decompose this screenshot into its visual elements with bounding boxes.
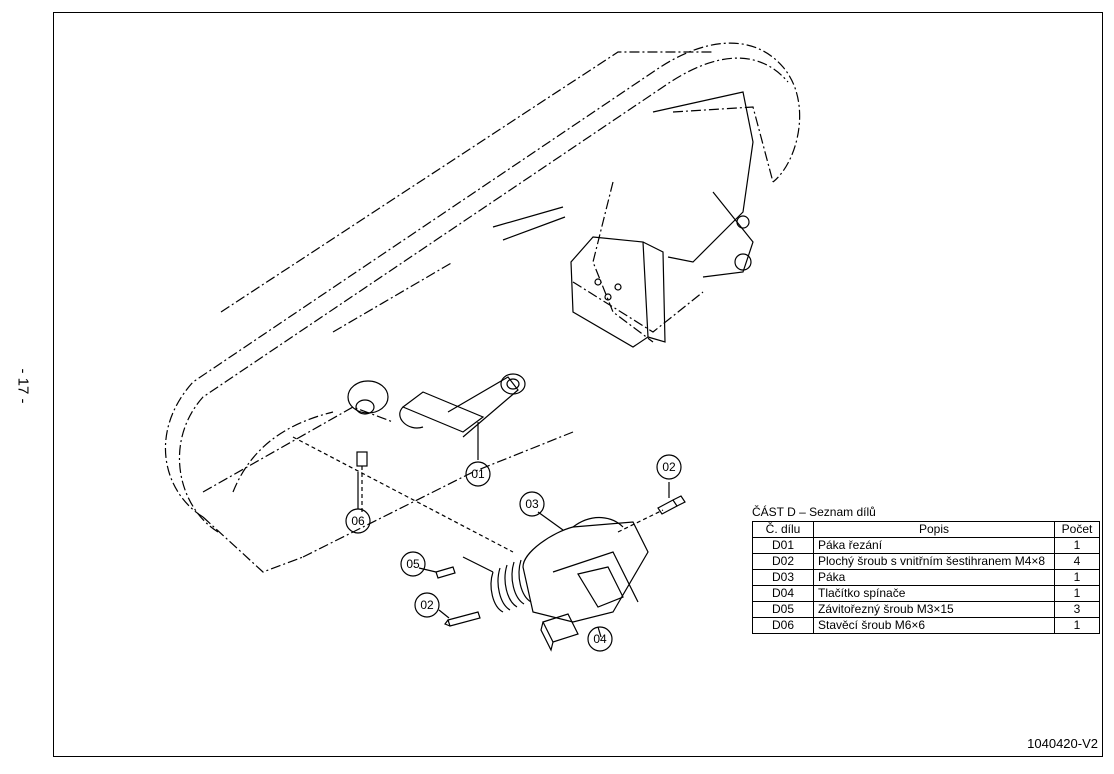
- parts-table-header-row: Č. dílu Popis Počet: [752, 521, 1100, 538]
- table-row: D05 Závitořezný šroub M3×15 3: [752, 601, 1100, 618]
- part-d03-lever: [490, 517, 649, 623]
- quantity-cell: 1: [1054, 617, 1100, 634]
- callout-02-bottom: 02: [420, 598, 434, 612]
- saw-frame-outline: [164, 42, 801, 573]
- description-cell: Páka řezání: [813, 537, 1055, 554]
- leader-lines: [292, 422, 670, 638]
- quantity-cell: 1: [1054, 537, 1100, 554]
- quantity-cell: 1: [1054, 585, 1100, 602]
- part-d05-screw: [435, 566, 456, 579]
- quantity-cell: 4: [1054, 553, 1100, 570]
- table-row: D02 Plochý šroub s vnitřním šestihranem …: [752, 553, 1100, 570]
- table-row: D03 Páka 1: [752, 569, 1100, 586]
- part-no-cell: D01: [752, 537, 814, 554]
- document-code: 1040420-V2: [1027, 736, 1098, 751]
- quantity-cell: 3: [1054, 601, 1100, 618]
- blade-guide-block: [492, 91, 754, 348]
- part-d04-button: [540, 613, 579, 652]
- description-cell: Páka: [813, 569, 1055, 586]
- part-d01-shaft: [399, 373, 526, 438]
- callout-02-top: 02: [662, 460, 676, 474]
- callout-05: 05: [406, 557, 420, 571]
- callout-04: 04: [593, 632, 607, 646]
- column-header-description: Popis: [813, 521, 1055, 538]
- description-cell: Stavěcí šroub M6×6: [813, 617, 1055, 634]
- part-no-cell: D02: [752, 553, 814, 570]
- column-header-quantity: Počet: [1054, 521, 1100, 538]
- part-no-cell: D05: [752, 601, 814, 618]
- callout-01: 01: [471, 467, 485, 481]
- exploded-view-drawing: 01 02 03 04 05 02 06: [164, 42, 801, 652]
- pivot-hole: [347, 380, 389, 415]
- part-d02-screw-bottom: [444, 611, 481, 627]
- part-no-cell: D04: [752, 585, 814, 602]
- part-d02-screw-top: [657, 495, 686, 515]
- callout-06: 06: [351, 514, 365, 528]
- callout-03: 03: [525, 497, 539, 511]
- description-cell: Plochý šroub s vnitřním šestihranem M4×8: [813, 553, 1055, 570]
- description-cell: Tlačítko spínače: [813, 585, 1055, 602]
- table-row: D06 Stavěcí šroub M6×6 1: [752, 617, 1100, 634]
- callout-circles: [345, 454, 682, 652]
- part-no-cell: D03: [752, 569, 814, 586]
- lever-grip-ribs: [490, 559, 532, 613]
- table-row: D01 Páka řezání 1: [752, 537, 1100, 554]
- parts-table: Č. dílu Popis Počet D01 Páka řezání 1 D0…: [752, 521, 1100, 634]
- column-header-part-no: Č. dílu: [752, 521, 814, 538]
- page-number: - 17 -: [14, 368, 32, 404]
- drawing-frame: [53, 12, 1103, 757]
- description-cell: Závitořezný šroub M3×15: [813, 601, 1055, 618]
- parts-table-title: ČÁST D – Seznam dílů: [752, 505, 876, 519]
- part-no-cell: D06: [752, 617, 814, 634]
- table-row: D04 Tlačítko spínače 1: [752, 585, 1100, 602]
- quantity-cell: 1: [1054, 569, 1100, 586]
